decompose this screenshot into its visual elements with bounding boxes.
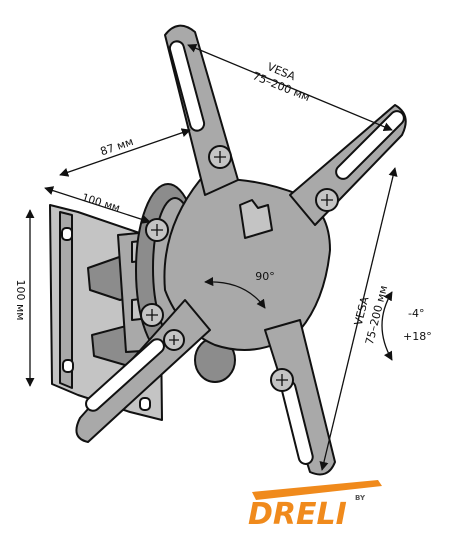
tilt-up-label: +18° <box>403 330 432 343</box>
rotation-arc <box>204 277 266 309</box>
bracket-height-label: 100 мм <box>14 279 27 320</box>
plate-tab <box>239 199 273 239</box>
screw-4 <box>140 303 164 327</box>
wall-plate-hole-bottom <box>62 359 74 373</box>
dreli-logo: DRELI BY <box>248 480 382 532</box>
dimension-arm-depth <box>59 128 191 177</box>
wall-plate-hole-right <box>139 397 151 411</box>
dimension-vesa-right <box>319 167 398 471</box>
wall-plate-hole-top <box>61 227 73 241</box>
logo-swoosh <box>252 480 382 500</box>
rotation-label: 90° <box>255 270 275 283</box>
screw-2 <box>315 188 339 212</box>
tilt-arc <box>381 291 393 361</box>
slot-top-right <box>335 110 405 180</box>
dimension-vesa-top <box>187 43 393 132</box>
screw-5 <box>163 329 185 351</box>
tilt-down-label: -4° <box>408 307 424 320</box>
logo-by: BY <box>355 494 366 502</box>
screw-1 <box>208 145 232 169</box>
dimension-bracket-width <box>44 186 151 224</box>
slot-bottom-left <box>85 338 165 412</box>
screw-6 <box>270 368 294 392</box>
screw-3 <box>145 218 169 242</box>
bracket-width-label: 100 мм <box>80 192 121 215</box>
logo-text: DRELI <box>248 497 347 532</box>
